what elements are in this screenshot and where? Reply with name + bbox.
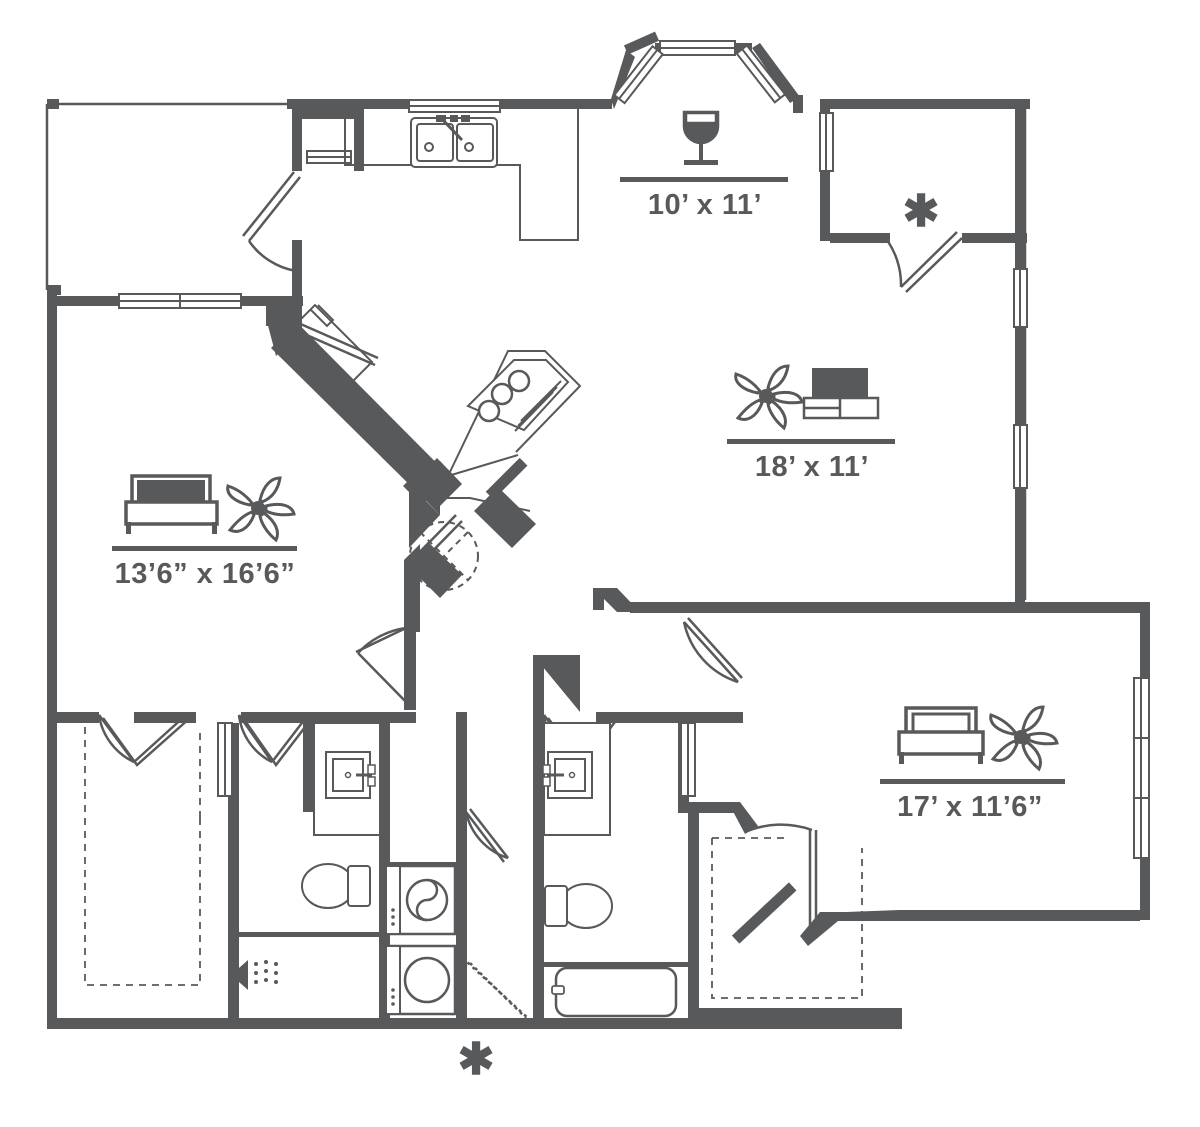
- label-underline: [727, 439, 895, 444]
- washer: [384, 864, 457, 936]
- master-bath-door: [237, 714, 313, 768]
- dryer: [384, 944, 457, 1016]
- asterisk-marker-living: ✱: [903, 187, 940, 236]
- bedroom-two-dimensions: 17’ x 11’6”: [897, 791, 1043, 823]
- bathtub: [551, 966, 678, 1018]
- television-icon: [802, 368, 880, 420]
- closet-shelves: [84, 727, 863, 999]
- master-shower-head: [237, 960, 278, 990]
- secondary-toilet: [544, 883, 613, 929]
- room-label-bedroom-two: 17’ x 11’6”: [880, 705, 1065, 823]
- bedroom-two-closet-door: [744, 823, 818, 930]
- master-vanity: [313, 722, 381, 836]
- ceiling-fan-icon: [226, 476, 296, 543]
- room-label-master-bedroom: 13’6” x 16’6”: [112, 474, 297, 590]
- asterisk-marker-entry: ✱: [458, 1035, 495, 1084]
- wine-glass-icon: [682, 110, 720, 165]
- kitchen-counters: [274, 109, 582, 512]
- master-toilet: [301, 863, 371, 909]
- bed-icon: [124, 474, 219, 534]
- room-label-living: 18’ x 11’: [727, 364, 895, 483]
- round-table: [409, 521, 479, 591]
- bed-icon: [897, 706, 985, 764]
- ceiling-fan-icon: [734, 364, 804, 431]
- hall-door-left: [355, 626, 409, 705]
- kitchen-sink: [410, 115, 498, 168]
- laundry-door: [464, 808, 509, 863]
- entry-door: [448, 959, 531, 1024]
- living-entry-door: [883, 231, 963, 293]
- hall-door-secondary: [682, 617, 743, 684]
- label-underline: [620, 177, 788, 182]
- doors: [97, 171, 963, 1024]
- label-underline: [112, 546, 297, 551]
- kitchen-door: [409, 514, 463, 569]
- structural-walls: [47, 31, 1150, 1029]
- living-dimensions: 18’ x 11’: [755, 451, 869, 483]
- master-bedroom-dimensions: 13’6” x 16’6”: [115, 558, 296, 590]
- kitchen-range: [466, 359, 570, 432]
- label-underline: [880, 779, 1065, 784]
- secondary-vanity: [542, 722, 611, 836]
- windows: [118, 40, 1150, 859]
- ceiling-fan-icon: [989, 705, 1059, 772]
- master-closet-door: [97, 714, 191, 767]
- dining-dimensions: 10’ x 11’: [648, 189, 762, 221]
- patio-door: [242, 171, 301, 273]
- room-label-dining: 10’ x 11’: [620, 110, 788, 221]
